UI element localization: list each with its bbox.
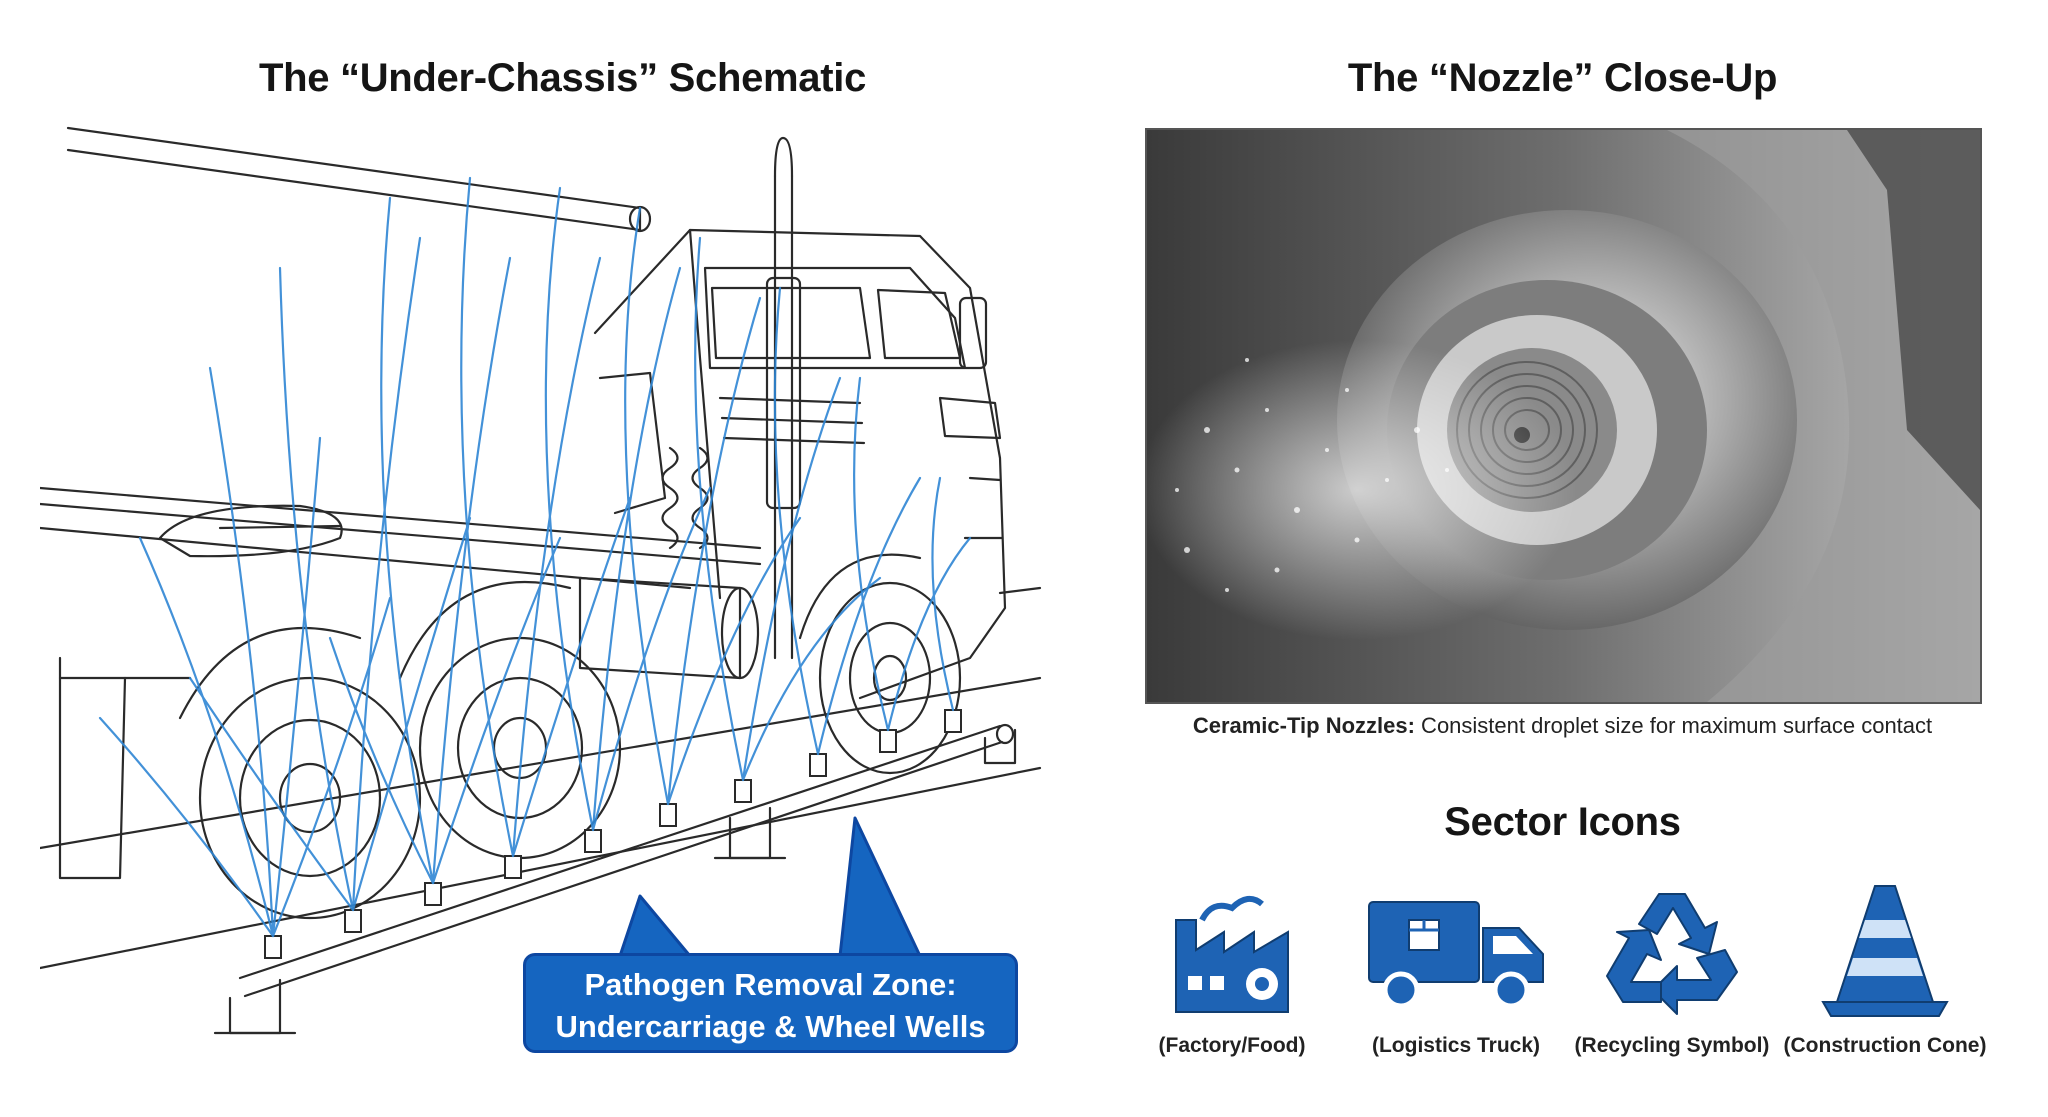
nozzle-caption: Ceramic-Tip Nozzles: Consistent droplet … — [1145, 713, 1980, 739]
factory-icon — [1175, 895, 1289, 1013]
nozzle-title: The “Nozzle” Close-Up — [1347, 56, 1778, 100]
recycle-icon — [1606, 893, 1738, 1015]
schematic-title: The “Under-Chassis” Schematic — [258, 56, 867, 100]
caption-text: Consistent droplet size for maximum surf… — [1414, 713, 1933, 738]
sector-recycling: (Recycling Symbol) — [1567, 880, 1777, 1058]
callout-line-1: Pathogen Removal Zone: — [584, 967, 957, 1002]
pathogen-zone-callout: Pathogen Removal Zone: Undercarriage & W… — [523, 953, 1018, 1053]
caption-bold: Ceramic-Tip Nozzles: — [1192, 713, 1415, 738]
truck-label: (Logistics Truck) — [1371, 1034, 1541, 1057]
construction-label: (Construction Cone) — [1783, 1034, 1987, 1057]
recycling-label: (Recycling Symbol) — [1574, 1034, 1770, 1057]
cone-icon — [1821, 885, 1949, 1017]
truck-icon — [1368, 901, 1544, 1009]
spray-jets — [98, 176, 972, 938]
sector-factory: (Factory/Food) — [1127, 880, 1337, 1058]
under-chassis-schematic — [40, 126, 1042, 1035]
sector-truck: (Logistics Truck) — [1351, 880, 1561, 1058]
factory-label: (Factory/Food) — [1158, 1034, 1306, 1057]
callout-line-2: Undercarriage & Wheel Wells — [555, 1009, 986, 1044]
nozzle-close-up-photo — [1145, 128, 1982, 704]
truck-line-art — [40, 126, 1042, 1035]
sector-icons-title: Sector Icons — [1444, 800, 1681, 844]
sector-construction: (Construction Cone) — [1780, 880, 1990, 1058]
